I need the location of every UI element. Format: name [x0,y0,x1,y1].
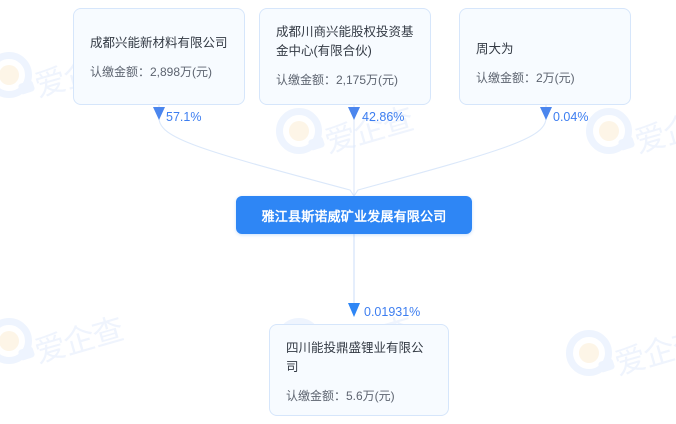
ownership-percent-label: 0.01931% [364,305,421,319]
shareholder-amount: 认缴金额：2,898万(元) [90,65,213,79]
shareholder-node[interactable]: 成都兴能新材料有限公司 认缴金额：2,898万(元) [73,8,245,105]
focus-company-name: 雅江县斯诺威矿业发展有限公司 [261,208,447,224]
aiqicha-logo-icon [0,318,36,364]
subsidiary-name: 四川能投鼎盛锂业有限公司 [286,341,424,374]
arrow-down-icon [153,107,165,120]
subsidiary-node[interactable]: 四川能投鼎盛锂业有限公司 认缴金额：5.6万(元) [269,324,449,416]
arrow-down-icon [348,303,360,317]
aiqicha-logo-icon [566,330,616,376]
shareholder-amount: 认缴金额：2万(元) [476,71,575,85]
aiqicha-logo-icon [586,108,636,154]
ownership-percent-label: 57.1% [166,110,202,124]
focus-company-node[interactable]: 雅江县斯诺威矿业发展有限公司 [236,196,472,234]
aiqicha-logo-icon [0,52,36,98]
arrow-down-icon [540,107,552,120]
watermark: 爱企查 [566,323,676,382]
watermark-text: 爱企查 [610,322,676,383]
watermark-text: 爱企查 [630,100,676,161]
watermark-text: 爱企查 [30,310,128,371]
shareholder-amount: 认缴金额：2,175万(元) [276,73,399,87]
watermark: 爱企查 [0,311,127,370]
shareholder-name: 成都兴能新材料有限公司 [90,36,228,50]
shareholder-node[interactable]: 成都川商兴能股权投资基金中心(有限合伙) 认缴金额：2,175万(元) [259,8,431,105]
ownership-percent-label: 0.04% [553,110,589,124]
watermark: 爱企查 [586,101,676,160]
subsidiary-amount: 认缴金额：5.6万(元) [286,389,395,403]
shareholder-name: 周大为 [476,42,514,56]
shareholder-name: 成都川商兴能股权投资基金中心(有限合伙) [276,25,414,58]
arrow-down-icon [348,107,360,120]
ownership-percent-label: 42.86% [362,110,405,124]
shareholder-node[interactable]: 周大为 认缴金额：2万(元) [459,8,631,105]
aiqicha-logo-icon [276,108,326,154]
